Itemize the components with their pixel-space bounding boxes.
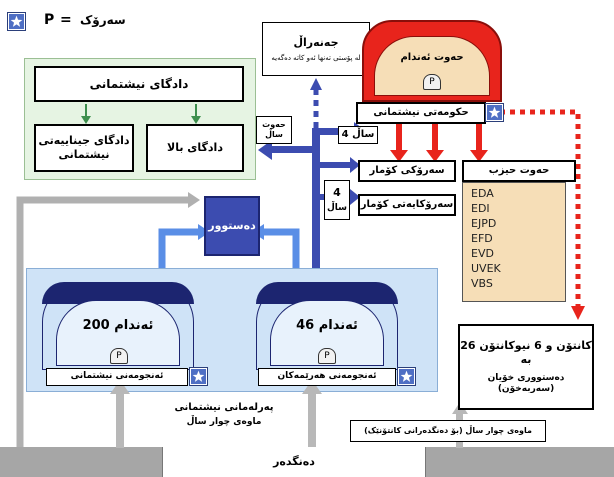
council-members: حەوت ئەندام [400,52,464,63]
legend-equals: = [60,12,72,28]
chamber-b-roof [256,282,398,304]
chamber-a-p-tag: P [110,348,128,364]
party-item: EJPD [471,217,497,230]
term-four-top: 4 [333,185,341,199]
party-item: EDI [471,202,490,215]
chamber-b-label: ئەنجومەنی هەرێمەکان [258,368,396,386]
parliament-term-box: پەرلەمانی نیشتمانی ماوەی چوار ساڵ [152,396,296,434]
president-term-sub: لە پۆستی تەنها ئەو کاتە دەگەیە [271,53,361,62]
chamber-b-count: 46 ئەندام [296,318,358,333]
chamber-a-star-icon [189,367,208,386]
party-item: UVEK [471,262,501,275]
president-term-main: جەنەراڵ [293,35,339,49]
chamber-b-p-tag: P [318,348,336,364]
cantons-line1: 26 کانتۆن و 6 نیوکانتۆن بە [460,339,592,366]
voters-label: دەنگدەر [273,455,315,469]
vice-president-box: سەرۆکایەتی کۆمار [358,194,456,216]
legend-letter: P [44,12,55,28]
parties-list: EDA EDI EJPD EFD EVD UVEK VBS [462,182,566,302]
parliament-line2: ماوەی چوار ساڵ [186,417,262,428]
chamber-a-label: ئەنجومەنی نیشتمانی [46,368,188,386]
term-seven-box: حەوت ساڵ [256,116,292,144]
criminal-court-box: دادگای جیناییەتی نیشتمانی [34,124,134,172]
constitution-box: دەستوور [204,196,260,256]
president-box: سەرۆکی کۆمار [358,160,456,182]
council-p-tag: P [423,74,441,90]
cantons-term-box: ماوەی چوار ساڵ (بۆ دەنگدەرانی کانتۆنێک) [350,420,546,442]
parties-title: حەوت حیزب [462,160,576,182]
term-four-bottom: ساڵ [326,203,348,214]
party-item: EFD [471,232,493,245]
chamber-a-count: 200 ئەندام [82,318,154,333]
voters-box: دەنگدەر [162,447,426,477]
cantons-line2: دەستووری خۆیان (سەربەخۆن) [487,372,565,394]
term-seven-bottom: ساڵ [265,130,283,139]
president-term-box: جەنەراڵ لە پۆستی تەنها ئەو کاتە دەگەیە [262,22,370,76]
cantons-box: 26 کانتۆن و 6 نیوکانتۆن بە دەستووری خۆیا… [458,324,594,410]
supreme-court-box: دادگای نیشتمانی [34,66,244,102]
council-label: حکومەتی نیشتمانی [356,102,486,124]
term-seven-top: حەوت [262,120,286,129]
legend-star-icon [7,12,26,31]
high-court-box: دادگای بالا [146,124,244,172]
chamber-a-roof [42,282,194,304]
legend-label: سەرۆک [80,13,126,27]
party-item: VBS [471,277,493,290]
party-item: EDA [471,187,494,200]
party-item: EVD [471,247,494,260]
parliament-line1: پەرلەمانی نیشتمانی [174,401,274,413]
chamber-b-star-icon [397,367,416,386]
term-four-years-a: 4 ساڵ [338,126,378,144]
term-four-box: 4 ساڵ [324,180,350,220]
council-star-icon [485,103,504,122]
